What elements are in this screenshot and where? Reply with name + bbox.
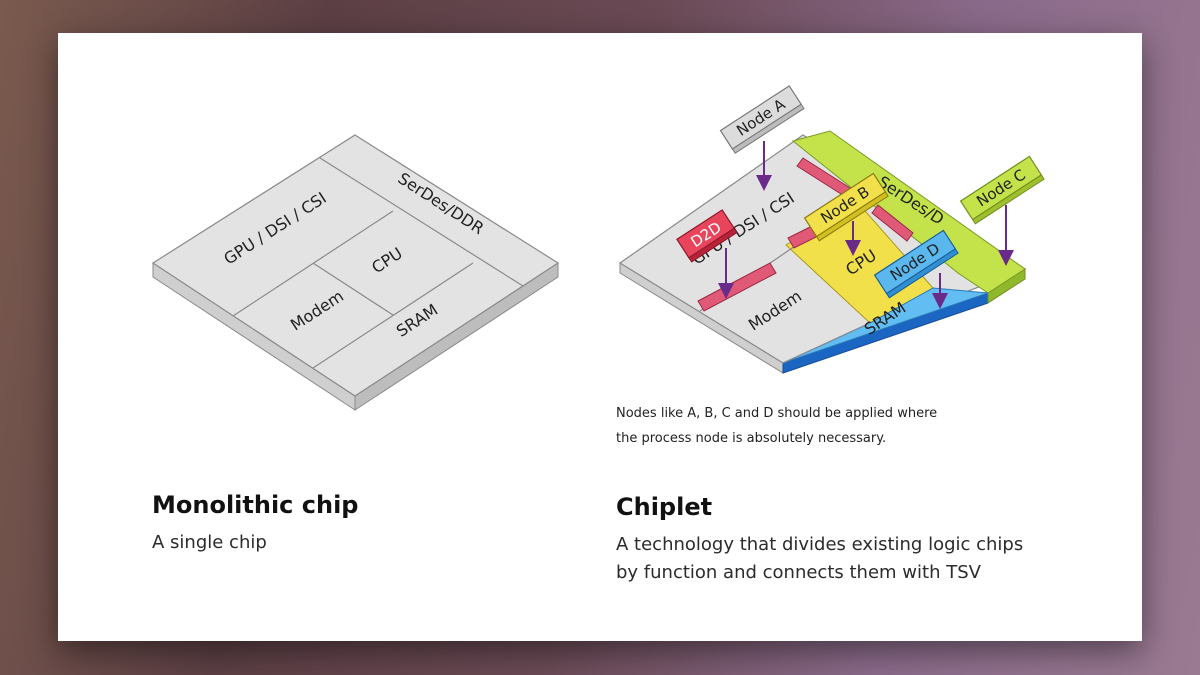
node-c-chip: Node C xyxy=(959,155,1045,225)
chiplet-subtitle-line-1: A technology that divides existing logic… xyxy=(616,534,1024,555)
monolithic-title: Monolithic chip xyxy=(152,491,359,519)
monolithic-divider xyxy=(312,262,394,316)
chiplet-note-line-1: Nodes like A, B, C and D should be appli… xyxy=(616,406,938,421)
content-card: GPU / DSI / CSI SerDes/DDR CPU Modem SRA… xyxy=(58,33,1142,641)
chiplet-title: Chiplet xyxy=(616,493,713,521)
tsv-connector xyxy=(697,262,777,312)
monolithic-chip-top xyxy=(151,134,560,397)
chiplet-divider xyxy=(782,322,871,364)
node-arrows xyxy=(718,141,1014,309)
diagram-canvas: GPU / DSI / CSI SerDes/DDR CPU Modem SRA… xyxy=(151,85,1045,411)
chiplet-note-line-2: the process node is absolutely necessary… xyxy=(616,431,887,446)
monolithic-divider xyxy=(319,157,524,287)
monolithic-divider xyxy=(312,262,474,369)
chiplet-subtitle-line-2: by function and connects them with TSV xyxy=(616,562,981,583)
monolithic-subtitle: A single chip xyxy=(152,532,267,553)
chiplet-diagram: GPU / DSI / CSI SerDes/D CPU Modem SRAM … xyxy=(618,85,1045,374)
monolithic-chip-diagram: GPU / DSI / CSI SerDes/DDR CPU Modem SRA… xyxy=(151,134,560,411)
tsv-connector xyxy=(871,204,914,242)
